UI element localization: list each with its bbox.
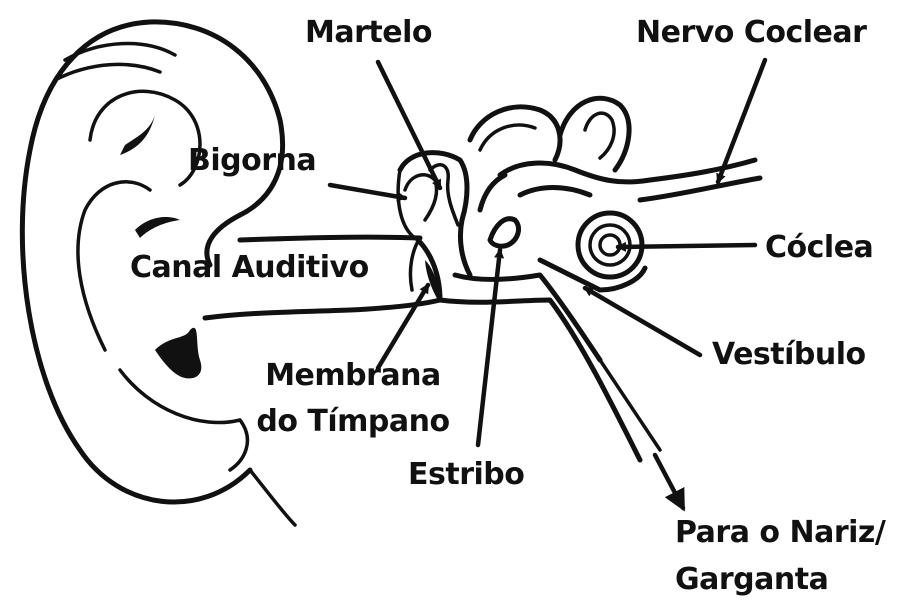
label-estribo: Estribo [408, 457, 525, 492]
martelo-arrow [375, 59, 443, 191]
vestibulo-arrow [582, 285, 703, 358]
label-coclea: Cóclea [765, 230, 874, 265]
eardrum [415, 237, 443, 303]
membrana-arrow [375, 282, 431, 371]
label-canal-auditivo: Canal Auditivo [130, 250, 369, 285]
label-bigorna: Bigorna [188, 143, 317, 178]
label-martelo: Martelo [305, 15, 432, 50]
estribo-arrow [475, 247, 505, 448]
label-membrana-line2: do Tímpano [256, 404, 450, 439]
label-membrana-line1: Membrana [265, 358, 441, 393]
label-vestibulo: Vestíbulo [712, 337, 866, 372]
inner-ear [467, 95, 763, 293]
nariz-garganta-arrow [652, 452, 686, 512]
label-nariz-line2: Garganta [675, 562, 829, 597]
eustachian-tube [437, 272, 662, 463]
label-nariz-line1: Para o Nariz/ [675, 515, 886, 550]
nervo-coclear-arrow [715, 57, 768, 185]
outer-ear [19, 19, 297, 527]
coclea-arrow [615, 241, 758, 252]
leader-arrows [327, 57, 768, 512]
bigorna-arrow [327, 182, 408, 202]
label-nervo-coclear: Nervo Coclear [636, 15, 867, 50]
